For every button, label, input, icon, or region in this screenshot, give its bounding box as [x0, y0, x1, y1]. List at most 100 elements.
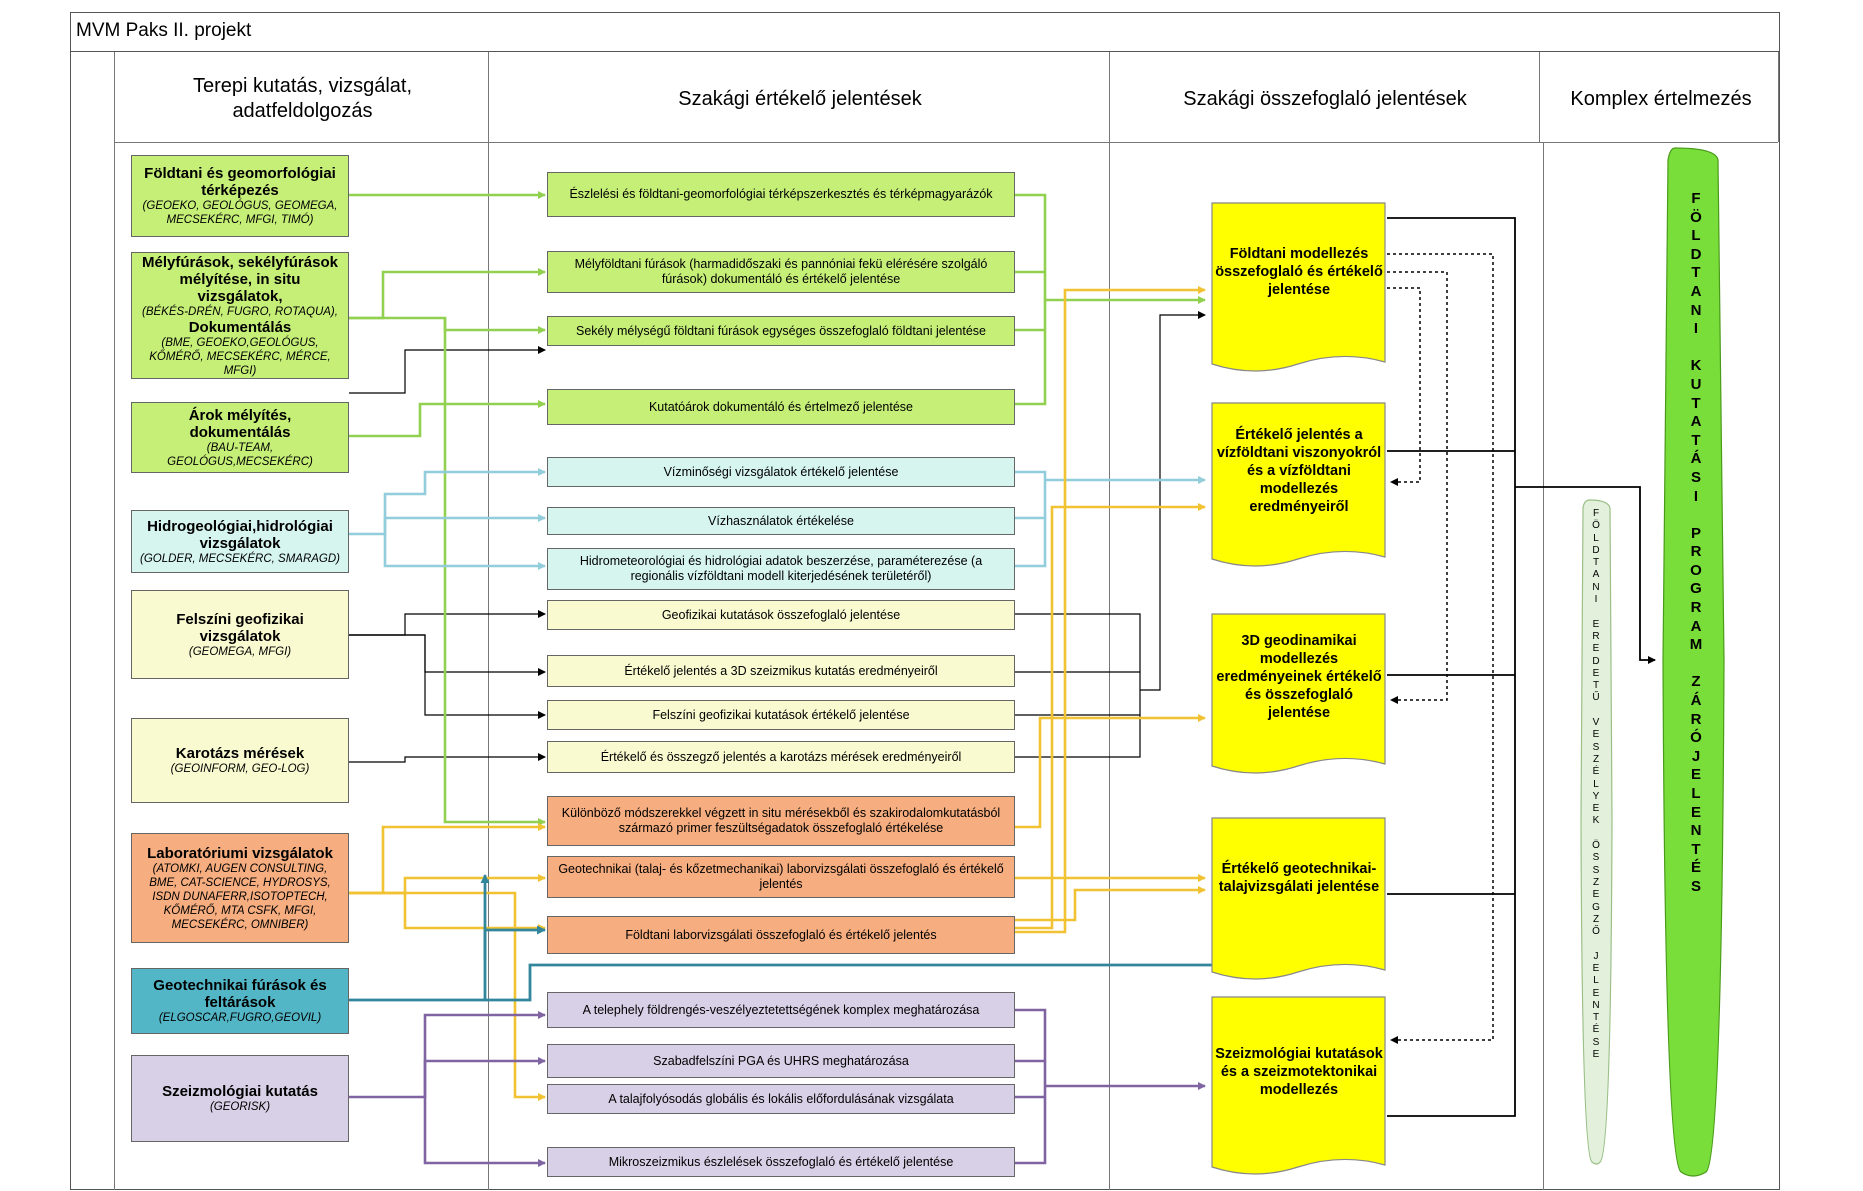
- vertical-letter: L: [1593, 975, 1599, 987]
- vertical-letter: N: [1592, 999, 1600, 1011]
- report-deep-drilling: Mélyföldtani fúrások (harmadidőszaki és …: [547, 251, 1015, 293]
- vertical-letter: I: [1693, 487, 1699, 505]
- vertical-letter: E: [1592, 643, 1600, 655]
- vertical-letter: I: [1693, 320, 1699, 338]
- connector-drill-to-insitu: [443, 318, 546, 826]
- column-divider: [488, 52, 489, 1190]
- vertical-letter: A: [1690, 282, 1702, 300]
- vertical-letter: N: [1592, 581, 1600, 593]
- vertical-letter: T: [1592, 1012, 1600, 1024]
- vertical-letter: E: [1592, 1049, 1600, 1061]
- vertical-letter: K: [1592, 815, 1600, 827]
- vertical-letter: Á: [1690, 692, 1702, 710]
- diagram-frame: [70, 12, 1780, 1190]
- vertical-letter: Z: [1592, 913, 1600, 925]
- column-header-evaluation-reports: Szakági értékelő jelentések: [678, 87, 922, 110]
- report-liquefaction: A talajfolyósodás globális és lokális el…: [547, 1084, 1015, 1114]
- connector-hydro-to-quality: [383, 468, 546, 534]
- vertical-letter: Á: [1690, 450, 1702, 468]
- vertical-letter: Ő: [1592, 926, 1600, 938]
- vertical-letter: [1694, 655, 1698, 674]
- report-surface-geophysics: Felszíni geofizikai kutatások értékelő j…: [547, 700, 1015, 730]
- source-hydrogeology: Hidrogeológiai,hidrológiai vizsgálatok (…: [131, 510, 349, 573]
- report-pga-uhrs: Szabadfelszíni PGA és UHRS meghatározása: [547, 1044, 1015, 1078]
- vertical-letter: Ö: [1690, 208, 1702, 226]
- connector-seismo-to-micro: [423, 1097, 546, 1167]
- vertical-letter: P: [1690, 524, 1701, 542]
- vertical-letter: J: [1691, 747, 1701, 765]
- vertical-letter: E: [1592, 889, 1600, 901]
- vertical-letter: E: [1592, 803, 1600, 815]
- vertical-letter: T: [1592, 557, 1600, 569]
- vertical-letter: S: [1690, 468, 1701, 486]
- source-trench: Árok mélyítés, dokumentálás (BAU-TEAM, G…: [131, 402, 349, 473]
- connector-lab-to-hydro-model: [1015, 503, 1206, 930]
- vertical-letter: D: [1690, 245, 1702, 263]
- report-microseismic: Mikroszeizmikus észlelések összefoglaló …: [547, 1147, 1015, 1177]
- connector-drill-to-shallow: [349, 346, 546, 394]
- summary-seismology-label: Szeizmológiai kutatások és a szeizmotekt…: [1215, 1046, 1383, 1098]
- connector-hydro-to-meteo: [383, 534, 546, 570]
- connector-geophys-to-geophys-summary: [349, 610, 546, 636]
- column-header-summary-reports: Szakági összefoglaló jelentések: [1183, 87, 1467, 110]
- vertical-letter: G: [1690, 580, 1702, 598]
- summary-box-hydro-model: [1211, 402, 1386, 567]
- connector-geophys-to-geo-model: [1140, 311, 1206, 691]
- vertical-letter: N: [1690, 301, 1702, 319]
- summary-box-geotech: [1211, 817, 1386, 980]
- connector-summary-bus: [1387, 217, 1516, 1117]
- summary-hydro-model-label: Értékelő jelentés a vízföldtani viszonyo…: [1216, 427, 1382, 515]
- vertical-letter: U: [1690, 375, 1702, 393]
- vertical-letter: [1595, 938, 1598, 950]
- vertical-letter: Y: [1592, 790, 1600, 802]
- connector-seismo-to-hazard: [349, 1011, 546, 1099]
- connector-green-bus-right: [1015, 193, 1047, 406]
- vertical-letter: S: [1592, 864, 1600, 876]
- vertical-letter: T: [1592, 680, 1600, 692]
- connector-geophys-to-3d: [349, 634, 546, 676]
- column-divider: [114, 52, 115, 1190]
- connector-bus-to-final: [1515, 486, 1656, 664]
- vertical-letter: É: [1592, 766, 1600, 778]
- vertical-letter: E: [1592, 987, 1600, 999]
- column-divider: [1778, 52, 1779, 142]
- vertical-letter: E: [1690, 766, 1701, 784]
- column-divider: [1543, 142, 1544, 1190]
- vertical-letter: S: [1592, 741, 1600, 753]
- vertical-letter: T: [1691, 264, 1701, 282]
- report-karotazs: Értékelő és összegző jelentés a karotázs…: [547, 741, 1015, 773]
- report-geophysics-summary: Geofizikai kutatások összefoglaló jelent…: [547, 600, 1015, 630]
- connector-lab-to-geo-model: [1015, 286, 1206, 934]
- column-divider: [1539, 52, 1540, 142]
- vertical-letter: R: [1690, 543, 1702, 561]
- vertical-letter: E: [1592, 962, 1600, 974]
- connector-insitu-to-3d: [1015, 714, 1206, 829]
- vertical-letter: E: [1690, 803, 1701, 821]
- vertical-letter: Ö: [1592, 840, 1600, 852]
- vertical-letter: S: [1592, 852, 1600, 864]
- report-3d-seismic: Értékelő jelentés a 3D szeizmikus kutatá…: [547, 655, 1015, 687]
- final-report-shape: [1662, 147, 1725, 1177]
- vertical-letter: A: [1690, 413, 1702, 431]
- connector-karotazs-to-report: [349, 753, 546, 763]
- vertical-letter: D: [1592, 655, 1600, 667]
- connector-lab-to-geotech: [349, 874, 546, 895]
- vertical-letter: T: [1691, 394, 1701, 412]
- vertical-letter: E: [1592, 667, 1600, 679]
- vertical-letter: L: [1691, 785, 1701, 802]
- vertical-letter: F: [1592, 508, 1600, 519]
- vertical-letter: E: [1592, 729, 1600, 741]
- summary-geo-model-label: Földtani modellezés összefoglaló és érté…: [1215, 246, 1383, 298]
- vertical-letter: [1694, 506, 1698, 525]
- source-geological-mapping: Földtani és geomorfológiai térképezés (G…: [131, 155, 349, 237]
- connector-drill-to-deep: [349, 268, 546, 320]
- vertical-letter: Ű: [1592, 692, 1600, 704]
- connector-seismo-to-pga: [423, 1057, 546, 1097]
- vertical-letter: Ö: [1592, 520, 1600, 532]
- summary-box-3d-geodynamic: [1211, 613, 1386, 774]
- connector-drill-to-shallow-green: [349, 316, 546, 334]
- vertical-letter: S: [1690, 877, 1701, 895]
- report-hydrometeorology: Hidrometeorológiai és hidrológiai adatok…: [547, 548, 1015, 590]
